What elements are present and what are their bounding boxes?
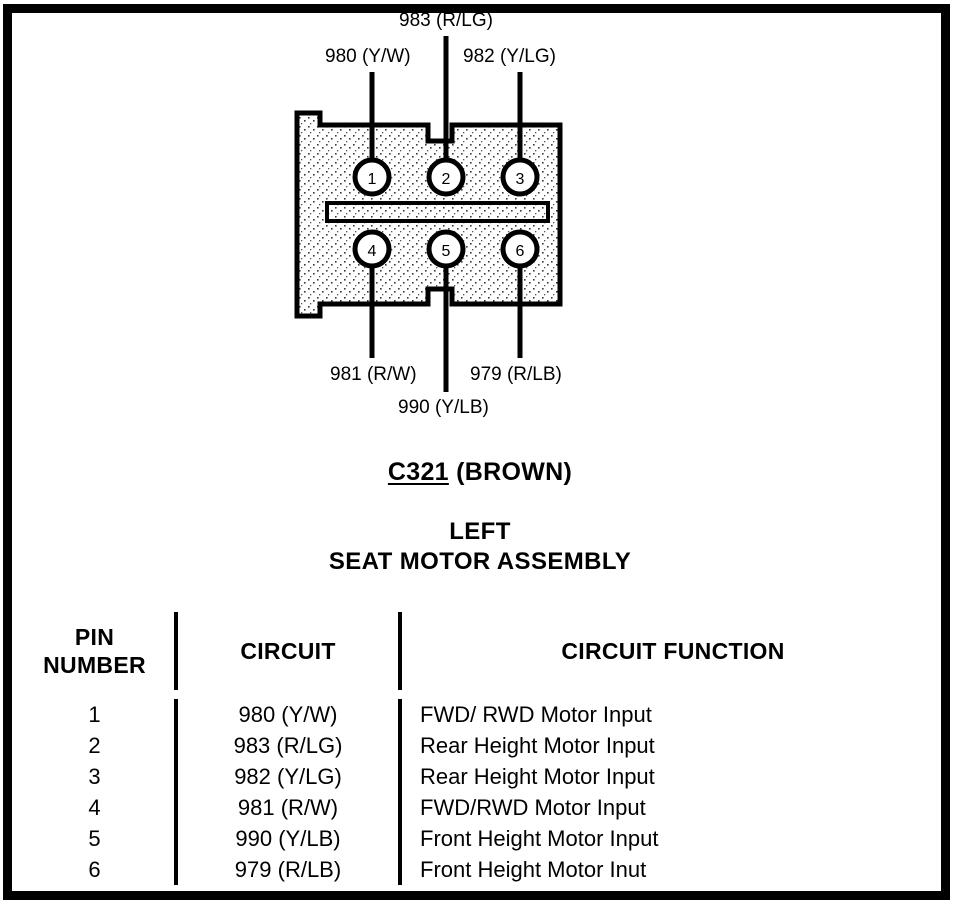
cell-pin: 6	[88, 857, 101, 882]
connector-diagram: 983 (R/LG) 980 (Y/W) 982 (Y/LG) 981 (R/W…	[0, 10, 960, 577]
cell-circuit: 980 (Y/W)	[174, 699, 400, 730]
callout-label-979: 979 (R/LB)	[470, 364, 562, 385]
connector-name-line2: SEAT MOTOR ASSEMBLY	[328, 548, 632, 575]
cell-pin: 5	[88, 826, 101, 851]
connector-id: C321	[387, 458, 449, 486]
cell-pin: 4	[88, 795, 101, 820]
pin-circle-2[interactable]: 2	[426, 157, 466, 197]
pin-number-2: 2	[442, 171, 451, 188]
callout-label-981: 981 (R/W)	[330, 364, 417, 385]
table-header-row: PIN NUMBER CIRCUIT CIRCUIT FUNCTION	[15, 612, 944, 690]
spacer-cell-c	[400, 690, 944, 699]
callout-label-990: 990 (Y/LB)	[398, 397, 489, 418]
table-row: 1 980 (Y/W) FWD/ RWD Motor Input	[15, 699, 944, 730]
callout-label-983: 983 (R/LG)	[399, 10, 493, 31]
spacer-cell-a	[15, 690, 176, 699]
cell-circuit: 981 (R/W)	[174, 792, 400, 823]
pin-circle-1[interactable]: 1	[352, 157, 392, 197]
pin-table: PIN NUMBER CIRCUIT CIRCUIT FUNCTION 1 98…	[15, 612, 944, 885]
connector-title-block: C321 (BROWN) LEFT SEAT MOTOR ASSEMBLY	[0, 458, 960, 577]
cell-circuit: 979 (R/LB)	[174, 854, 400, 885]
cell-function: FWD/RWD Motor Input	[398, 792, 944, 823]
table-row: 5 990 (Y/LB) Front Height Motor Input	[15, 823, 944, 854]
table-spacer-row	[15, 690, 944, 699]
connector-name-line1: LEFT	[449, 518, 511, 545]
cell-circuit: 983 (R/LG)	[174, 730, 400, 761]
cell-function: FWD/ RWD Motor Input	[398, 699, 944, 730]
callout-label-980: 980 (Y/W)	[325, 46, 411, 67]
table-row: 6 979 (R/LB) Front Height Motor Inut	[15, 854, 944, 885]
connector-color: (BROWN)	[456, 458, 573, 486]
connector-body-svg: 1 2 3 4 5 6	[294, 36, 563, 392]
header-circuit-function: CIRCUIT FUNCTION	[398, 612, 944, 690]
cell-function: Rear Height Motor Input	[398, 730, 944, 761]
pin-number-6: 6	[516, 243, 525, 260]
header-circuit: CIRCUIT	[174, 612, 400, 690]
cell-function: Rear Height Motor Input	[398, 761, 944, 792]
table-row: 4 981 (R/W) FWD/RWD Motor Input	[15, 792, 944, 823]
header-pin-line1: PIN	[74, 624, 115, 650]
header-pin-line2: NUMBER	[43, 652, 146, 678]
connector-keyway-slot	[325, 201, 550, 223]
cell-circuit: 982 (Y/LG)	[174, 761, 400, 792]
pin-circle-5[interactable]: 5	[426, 229, 466, 269]
cell-function: Front Height Motor Inut	[398, 854, 944, 885]
header-pin-number: PIN NUMBER	[15, 612, 176, 690]
cell-pin: 2	[88, 733, 101, 758]
cell-pin: 1	[88, 702, 101, 727]
pin-circle-4[interactable]: 4	[352, 229, 392, 269]
table-bottom-border	[15, 893, 944, 898]
cell-pin: 3	[88, 764, 101, 789]
cell-circuit: 990 (Y/LB)	[174, 823, 400, 854]
cell-function: Front Height Motor Input	[398, 823, 944, 854]
table-row: 3 982 (Y/LG) Rear Height Motor Input	[15, 761, 944, 792]
pin-number-5: 5	[442, 243, 451, 260]
connector-id-line: C321 (BROWN)	[0, 458, 960, 487]
pin-circle-6[interactable]: 6	[500, 229, 540, 269]
pin-circle-3[interactable]: 3	[500, 157, 540, 197]
pin-number-4: 4	[368, 243, 377, 260]
pin-number-1: 1	[368, 171, 377, 188]
callout-label-982: 982 (Y/LG)	[463, 46, 556, 67]
pin-table-container: PIN NUMBER CIRCUIT CIRCUIT FUNCTION 1 98…	[15, 612, 944, 898]
spacer-cell-b	[176, 690, 400, 699]
pin-number-3: 3	[516, 171, 525, 188]
table-row: 2 983 (R/LG) Rear Height Motor Input	[15, 730, 944, 761]
